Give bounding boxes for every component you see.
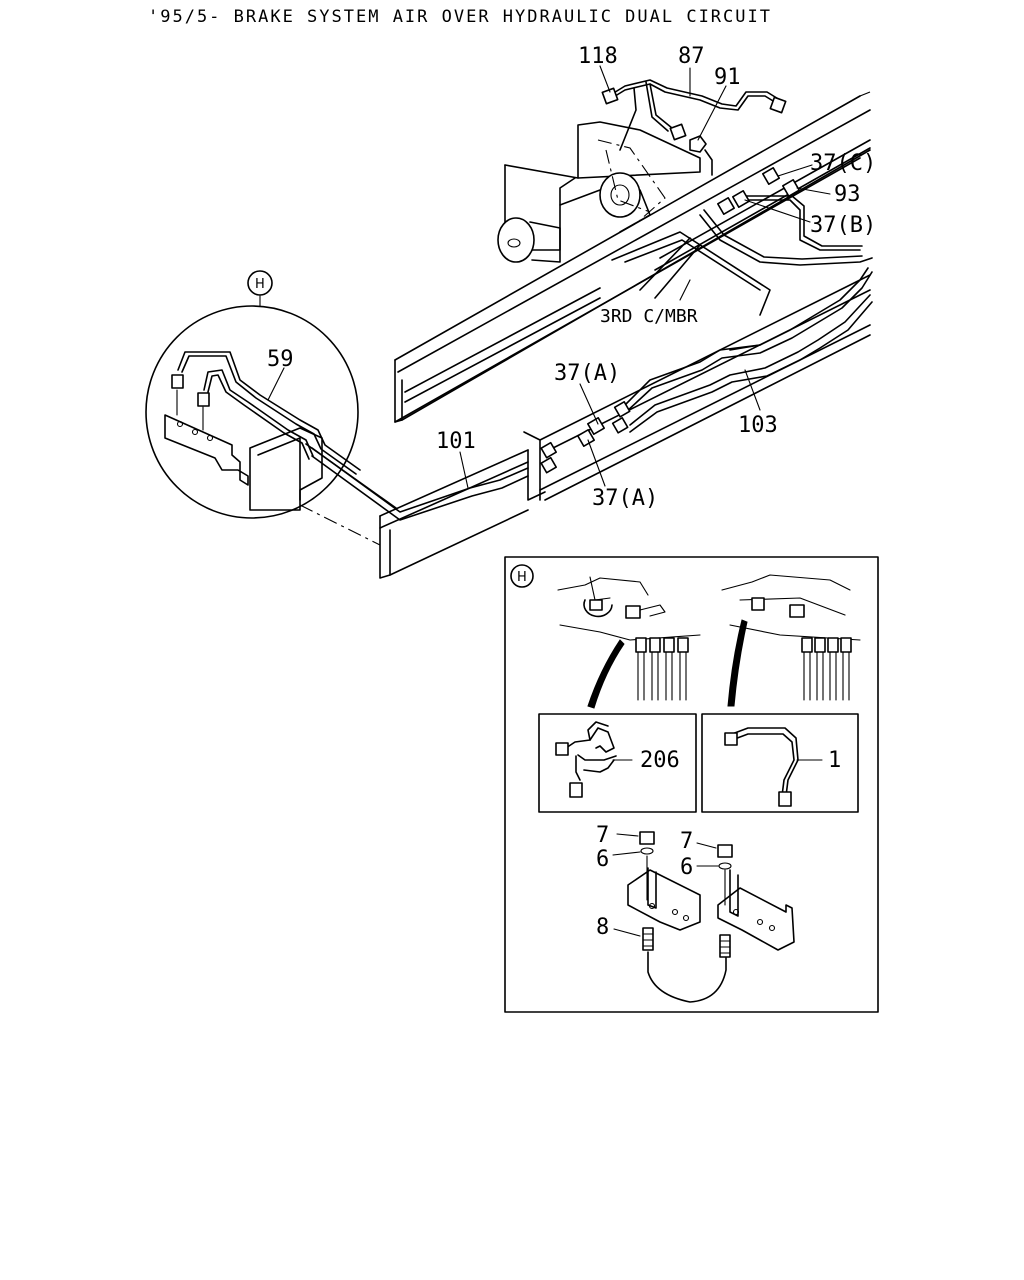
callout-91: 91 bbox=[714, 65, 741, 90]
callout-103: 103 bbox=[738, 413, 778, 438]
magnified-marker: H bbox=[255, 277, 265, 292]
magnified-view-h: H bbox=[145, 270, 361, 519]
detail-part-206-box: 206 bbox=[538, 713, 697, 813]
callout-206: 206 bbox=[640, 748, 680, 773]
callout-59: 59 bbox=[267, 347, 294, 372]
callout-8: 8 bbox=[596, 915, 609, 940]
detail-bracket-left bbox=[612, 831, 701, 951]
detail-h-marker: H bbox=[517, 570, 527, 585]
pipe-103 bbox=[624, 267, 873, 433]
callout-87: 87 bbox=[678, 44, 705, 69]
flexible-hose bbox=[647, 951, 727, 1003]
detail-left-fittings bbox=[557, 576, 701, 709]
callout-37b: 37(B) bbox=[810, 213, 876, 238]
callout-leaders bbox=[267, 65, 831, 489]
pipe-101 bbox=[305, 443, 529, 521]
pipes-rear-upper bbox=[699, 195, 873, 266]
callout-101: 101 bbox=[436, 429, 476, 454]
pipe-nut-fittings-top bbox=[601, 87, 787, 153]
diagram-title: '95/5- BRAKE SYSTEM AIR OVER HYDRAULIC D… bbox=[148, 7, 772, 27]
third-crossmember bbox=[611, 231, 771, 316]
callout-1: 1 bbox=[828, 748, 841, 773]
pipe-87 bbox=[611, 79, 781, 151]
detail-bracket-right bbox=[696, 842, 795, 958]
callout-93: 93 bbox=[834, 182, 861, 207]
callout-6-left: 6 bbox=[596, 847, 609, 872]
frame-rail-lower bbox=[299, 91, 871, 579]
callout-7-left: 7 bbox=[596, 823, 609, 848]
callout-37c: 37(C) bbox=[810, 151, 876, 176]
booster-assembly bbox=[497, 121, 713, 263]
crossmember-label: 3RD C/MBR bbox=[600, 306, 698, 327]
callout-118: 118 bbox=[578, 44, 618, 69]
callout-7-right: 7 bbox=[680, 829, 693, 854]
union-fittings bbox=[540, 167, 800, 474]
detail-h-panel: H bbox=[504, 556, 879, 1013]
detail-right-fittings bbox=[721, 574, 861, 707]
callout-37a-top: 37(A) bbox=[554, 361, 620, 386]
callout-6-right: 6 bbox=[680, 855, 693, 880]
detail-right-pipe-bundle bbox=[801, 637, 852, 701]
detail-part-1-box: 1 bbox=[701, 713, 859, 813]
callout-37a-bottom: 37(A) bbox=[592, 486, 658, 511]
detail-left-pipe-bundle bbox=[635, 637, 689, 701]
